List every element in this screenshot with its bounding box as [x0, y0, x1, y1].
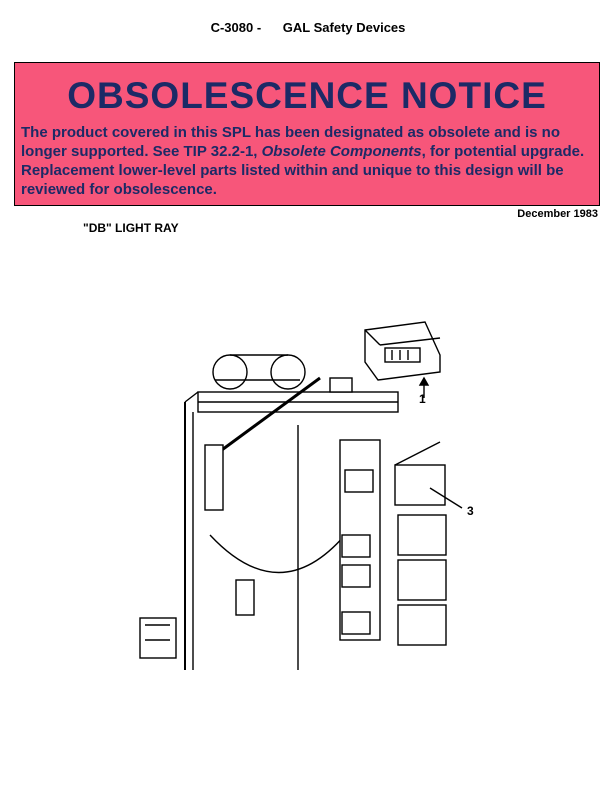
- document-category: GAL Safety Devices: [282, 20, 406, 35]
- document-date: December 1983: [517, 208, 598, 220]
- document-code: C-3080 -: [210, 20, 262, 35]
- section-title: "DB" LIGHT RAY: [83, 221, 179, 235]
- notice-text-italic: Obsolete Components: [261, 143, 422, 160]
- callout-1-label: 1: [419, 392, 426, 406]
- notice-text-after: , for potential upgrade. Replacement low…: [21, 143, 585, 198]
- notice-body: The product covered in this SPL has been…: [21, 123, 597, 199]
- edge-detector-illustration: [139, 579, 255, 659]
- door-operator-header-illustration: [197, 354, 399, 457]
- door-frame-illustration: [184, 391, 346, 670]
- page-header: C-3080 - GAL Safety Devices: [0, 20, 616, 35]
- notice-title: OBSOLESCENCE NOTICE: [67, 75, 547, 116]
- callout-3-label: 3: [467, 504, 474, 518]
- sensor-stack-illustration: [339, 439, 463, 646]
- controller-box-illustration: [364, 321, 441, 398]
- obsolescence-notice-box: OBSOLESCENCE NOTICE The product covered …: [14, 62, 600, 206]
- notice-text-before: The product covered in this SPL has been…: [21, 124, 561, 160]
- light-ray-device-drawing: 1 3: [139, 321, 474, 670]
